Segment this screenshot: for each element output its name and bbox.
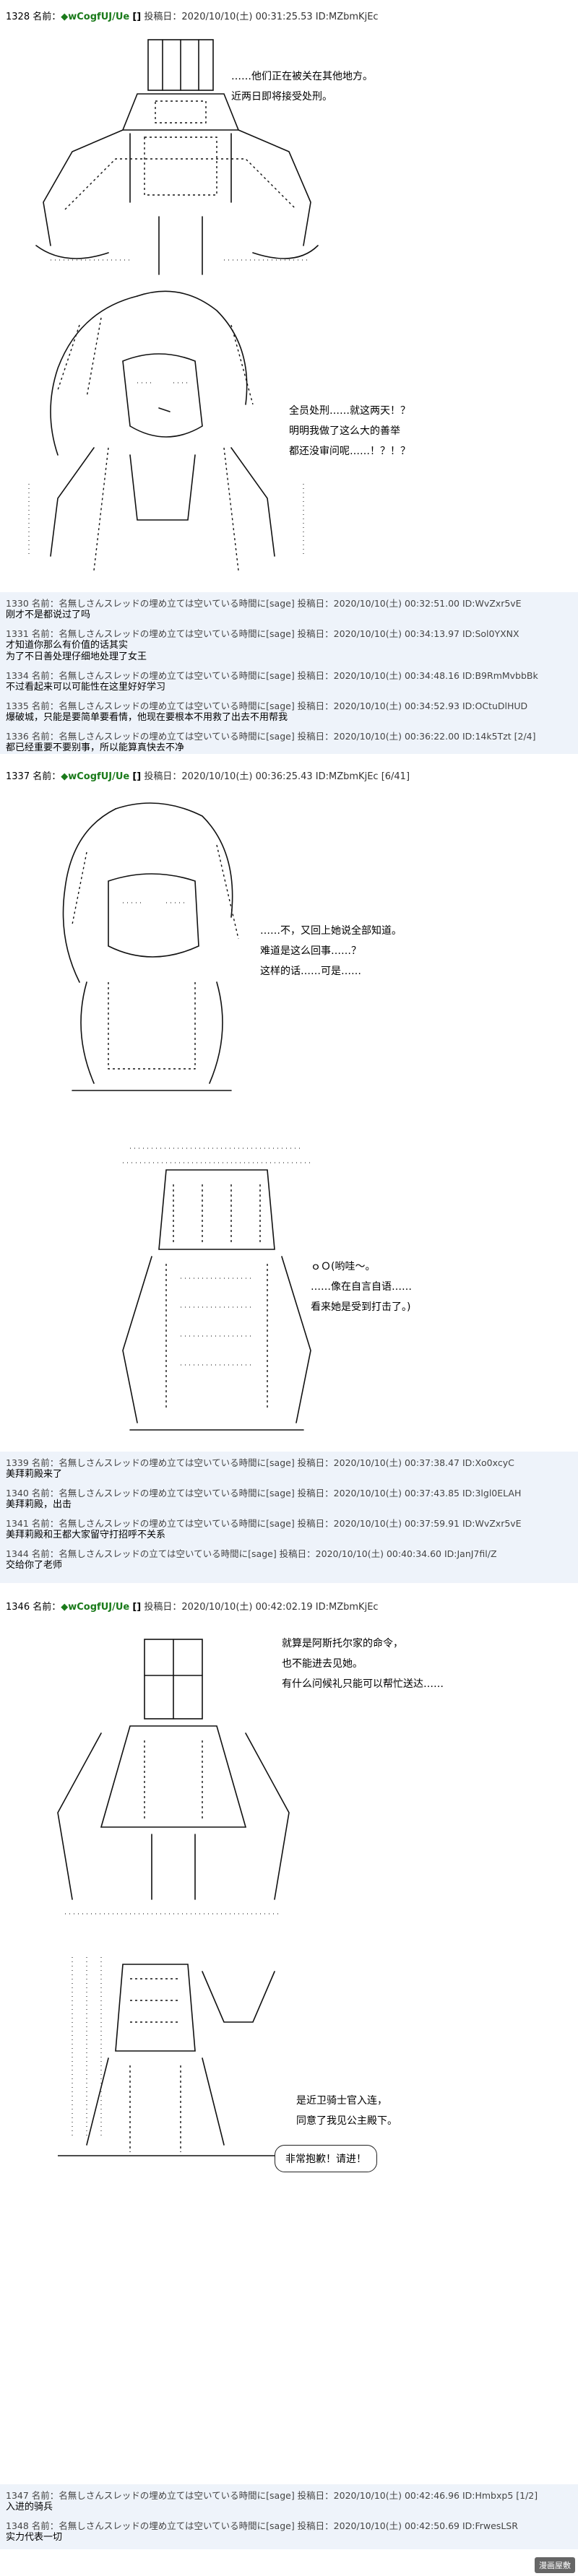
response-body: 美拜莉殿来了 <box>6 1469 63 1480</box>
dialogue-line: 也不能进去见她。 <box>282 1658 363 1670</box>
response-header[interactable]: 1336 名前：名無しさんスレッドの埋め立ては空いている時間に[sage] 投稿… <box>6 731 536 742</box>
dialogue-line: ……不，又回上她说全部知道。 <box>260 925 402 937</box>
dialogue-1337b: ｏＯ(哟哇～。 ……像在自言自语…… 看来她是受到打击了。) <box>311 1257 412 1317</box>
name-label: 名前： <box>33 12 61 22</box>
response-header[interactable]: 1330 名前：名無しさんスレッドの埋め立ては空いている時間に[sage] 投稿… <box>6 598 522 609</box>
dialogue-line: 明明我做了这么大的善举 <box>289 425 400 437</box>
dialogue-line: 是近卫骑士官入连， <box>296 2095 387 2107</box>
response-header[interactable]: 1341 名前：名無しさんスレッドの埋め立ては空いている時間に[sage] 投稿… <box>6 1518 522 1529</box>
response-body: 刚才不是都说过了吗 <box>6 610 91 620</box>
response-1331: 1331 名前：名無しさんスレッドの埋め立ては空いている時間に[sage] 投稿… <box>6 628 538 663</box>
response-1335: 1335 名前：名無しさんスレッドの埋め立ては空いている時間に[sage] 投稿… <box>6 701 538 724</box>
response-1334: 1334 名前：名無しさんスレッドの埋め立ては空いている時間に[sage] 投稿… <box>6 670 538 693</box>
dialogue-line: 有什么问候礼只能可以帮忙送达…… <box>282 1678 444 1690</box>
response-list-1: 1330 名前：名無しさんスレッドの埋め立ては空いている時間に[sage] 投稿… <box>6 598 538 754</box>
post-header-1337: 1337 名前：◆wCogfUJ/Ue [] 投稿日：2020/10/10(土)… <box>6 768 410 782</box>
dialogue-line: 看来她是受到打击了。) <box>311 1301 411 1313</box>
dialogue-line: 这样的话……可是…… <box>260 966 361 977</box>
name-label: 名前： <box>33 1602 61 1613</box>
response-header[interactable]: 1339 名前：名無しさんスレッドの埋め立ては空いている時間に[sage] 投稿… <box>6 1457 514 1468</box>
dialogue-line: 难道是这么回事……？ <box>260 945 361 957</box>
dialogue-1346a: 就算是阿斯托尔家的命令， 也不能进去见她。 有什么问候礼只能可以帮忙送达…… <box>282 1634 444 1694</box>
response-1341: 1341 名前：名無しさんスレッドの埋め立ては空いている時間に[sage] 投稿… <box>6 1518 522 1541</box>
speech-bubble-text: 非常抱歉！请进！ <box>285 2154 366 2165</box>
author-name[interactable]: ◆wCogfUJ/Ue <box>61 12 130 22</box>
dialogue-line: ……他们正在被关在其他地方。 <box>231 71 373 82</box>
responses-band-1 <box>0 592 578 754</box>
ascii-art-armored-figure <box>22 29 325 282</box>
dialogue-line: 全员处刑……就这两天！？ <box>289 405 410 417</box>
dialogue-1328b: 全员处刑……就这两天！？ 明明我做了这么大的善举 都还没审问呢……！？！？ <box>289 401 410 461</box>
ascii-art-thinking-girl <box>29 794 260 1105</box>
post-number[interactable]: 1337 <box>6 771 30 782</box>
response-body: 不过看起来可以可能性在这里好好学习 <box>6 682 166 693</box>
response-header[interactable]: 1331 名前：名無しさんスレッドの埋め立ては空いている時間に[sage] 投稿… <box>6 628 519 639</box>
dialogue-line: 同意了我见公主殿下。 <box>296 2115 397 2127</box>
dialogue-line: 就算是阿斯托尔家的命令， <box>282 1638 403 1649</box>
post-date: 投稿日：2020/10/10(土) 00:36:25.43 <box>144 771 313 782</box>
response-header[interactable]: 1344 名前：名無しさんスレッドの立ては空いている時間に[sage] 投稿日：… <box>6 1548 497 1559</box>
response-body: 爆破城，只能是要简单要看情，他现在要根本不用救了出去不用帮我 <box>6 712 288 723</box>
response-1348: 1348 名前：名無しさんスレッドの埋め立ては空いている時間に[sage] 投稿… <box>6 2520 538 2544</box>
response-1330: 1330 名前：名無しさんスレッドの埋め立ては空いている時間に[sage] 投稿… <box>6 598 538 621</box>
response-header[interactable]: 1340 名前：名無しさんスレッドの埋め立ては空いている時間に[sage] 投稿… <box>6 1488 522 1499</box>
response-header[interactable]: 1347 名前：名無しさんスレッドの埋め立ては空いている時間に[sage] 投稿… <box>6 2490 538 2501</box>
responses-band-3 <box>0 2484 578 2549</box>
response-body: 交给你了老师 <box>6 1560 63 1571</box>
post-number[interactable]: 1328 <box>6 12 30 22</box>
responses-band-2 <box>0 1452 578 1583</box>
response-body: 美拜莉殿和王都大家留守打招呼不关系 <box>6 1530 166 1540</box>
dialogue-line: 近两日即将接受处刑。 <box>231 91 332 103</box>
ascii-art-guard-group <box>58 1950 318 2167</box>
watermark: 漫画屋敷 <box>535 2557 575 2573</box>
author-name[interactable]: ◆wCogfUJ/Ue <box>61 1602 130 1613</box>
dialogue-1328: ……他们正在被关在其他地方。 近两日即将接受处刑。 <box>231 66 373 107</box>
post-header-1346: 1346 名前：◆wCogfUJ/Ue [] 投稿日：2020/10/10(土)… <box>6 1599 379 1613</box>
response-body: 才知道你那么有价值的话其实 <box>6 640 129 651</box>
response-1339: 1339 名前：名無しさんスレッドの埋め立ては空いている時間に[sage] 投稿… <box>6 1457 522 1480</box>
response-1344: 1344 名前：名無しさんスレッドの立ては空いている時間に[sage] 投稿日：… <box>6 1548 522 1571</box>
poster-id[interactable]: ID:MZbmKjEc [6/41] <box>315 771 410 782</box>
response-1347: 1347 名前：名無しさんスレッドの埋め立ては空いている時間に[sage] 投稿… <box>6 2490 538 2513</box>
ascii-art-knight-figure <box>29 1625 318 2000</box>
poster-id[interactable]: ID:MZbmKjEc <box>315 12 379 22</box>
dialogue-1337a: ……不，又回上她说全部知道。 难道是这么回事……？ 这样的话……可是…… <box>260 921 402 981</box>
trip-code: [] <box>132 771 142 782</box>
response-1340: 1340 名前：名無しさんスレッドの埋め立ては空いている時間に[sage] 投稿… <box>6 1488 522 1511</box>
response-body: 都已经重要不要别事，所以能算真快去不净 <box>6 742 185 753</box>
response-body: 为了不日善处理仔细地处理了女王 <box>6 651 147 662</box>
post-header-1328: 1328 名前：◆wCogfUJ/Ue [] 投稿日：2020/10/10(土)… <box>6 9 379 22</box>
dialogue-1346b: 是近卫骑士官入连， 同意了我见公主殿下。 <box>296 2091 397 2131</box>
trip-code: [] <box>132 12 142 22</box>
ascii-art-girl-figure <box>14 282 318 585</box>
speech-bubble: 非常抱歉！请进！ <box>275 2145 377 2172</box>
post-number[interactable]: 1346 <box>6 1602 30 1613</box>
poster-id[interactable]: ID:MZbmKjEc <box>315 1602 379 1613</box>
dialogue-line: 都还没审问呢……！？！？ <box>289 446 410 457</box>
ascii-art-maid-figure <box>101 1134 332 1437</box>
dialogue-line: ……像在自言自语…… <box>311 1281 412 1293</box>
post-date: 投稿日：2020/10/10(土) 00:31:25.53 <box>144 12 313 22</box>
dialogue-line: ｏＯ(哟哇～。 <box>311 1261 376 1272</box>
response-1336: 1336 名前：名無しさんスレッドの埋め立ては空いている時間に[sage] 投稿… <box>6 731 538 754</box>
response-list-3: 1347 名前：名無しさんスレッドの埋め立ては空いている時間に[sage] 投稿… <box>6 2490 538 2544</box>
response-body: 实力代表一切 <box>6 2532 63 2543</box>
response-header[interactable]: 1334 名前：名無しさんスレッドの埋め立ては空いている時間に[sage] 投稿… <box>6 670 538 681</box>
response-header[interactable]: 1335 名前：名無しさんスレッドの埋め立ては空いている時間に[sage] 投稿… <box>6 701 528 711</box>
response-body: 入进的骑兵 <box>6 2502 53 2512</box>
response-list-2: 1339 名前：名無しさんスレッドの埋め立ては空いている時間に[sage] 投稿… <box>6 1457 522 1571</box>
trip-code: [] <box>132 1602 142 1613</box>
response-header[interactable]: 1348 名前：名無しさんスレッドの埋め立ては空いている時間に[sage] 投稿… <box>6 2520 518 2531</box>
name-label: 名前： <box>33 771 61 782</box>
post-date: 投稿日：2020/10/10(土) 00:42:02.19 <box>144 1602 313 1613</box>
author-name[interactable]: ◆wCogfUJ/Ue <box>61 771 130 782</box>
response-body: 美拜莉殿，出击 <box>6 1499 72 1510</box>
